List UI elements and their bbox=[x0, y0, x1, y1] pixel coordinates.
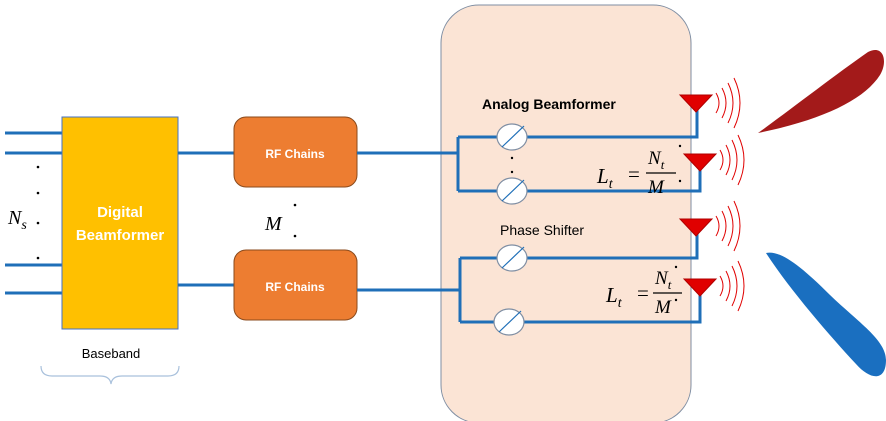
rf-to-analog-wires bbox=[357, 151, 460, 292]
radiation-wave-icon bbox=[719, 134, 745, 186]
phase-shifter-icon bbox=[493, 308, 525, 336]
digital-beamformer-block bbox=[61, 116, 179, 330]
svg-text:Lt: Lt bbox=[605, 283, 623, 311]
lt-formula-bottom: Lt = Nt M bbox=[605, 265, 682, 318]
lt-formula-top: Lt = Nt M bbox=[596, 144, 682, 198]
svg-text:Nt: Nt bbox=[647, 148, 665, 172]
input-stream-dots bbox=[36, 165, 40, 260]
m-label: M bbox=[264, 213, 283, 235]
rf-chain-block-bottom bbox=[233, 249, 358, 321]
radiation-wave-icon bbox=[719, 260, 745, 312]
antenna-icon bbox=[682, 278, 718, 297]
beam-lobe-icon bbox=[758, 50, 884, 133]
phase-shifter-icon bbox=[496, 244, 528, 272]
phase-shifter-icon bbox=[496, 177, 528, 205]
input-streams bbox=[5, 131, 62, 295]
antenna-icon bbox=[678, 218, 714, 237]
rf-chain-label-bottom: RF Chains bbox=[265, 280, 325, 294]
rf-chain-label-top: RF Chains bbox=[265, 147, 325, 161]
radiation-wave-icon bbox=[715, 77, 741, 129]
phase-shifter-dots bbox=[510, 156, 514, 174]
antenna-icon bbox=[678, 94, 714, 113]
bottom-feed-network bbox=[458, 233, 702, 324]
svg-text:Nt: Nt bbox=[654, 268, 672, 292]
m-dots bbox=[293, 203, 297, 238]
antenna-icon bbox=[682, 153, 718, 172]
radiation-wave-icon bbox=[715, 200, 741, 252]
beam-lobe-icon bbox=[766, 252, 886, 377]
analog-beamformer-panel bbox=[440, 4, 692, 421]
digital-beamformer-label-line1: Digital bbox=[97, 204, 143, 221]
svg-text:Lt: Lt bbox=[596, 164, 614, 192]
digital-beamformer-label-line2: Beamformer bbox=[76, 227, 165, 244]
top-feed-network bbox=[456, 108, 702, 193]
digital-to-rf-wires bbox=[178, 151, 234, 287]
baseband-label: Baseband bbox=[82, 346, 141, 361]
phase-shifter-icon bbox=[496, 123, 528, 151]
analog-beamformer-label: Analog Beamformer bbox=[482, 96, 616, 112]
svg-text:M: M bbox=[647, 177, 665, 198]
ns-label: Ns bbox=[7, 207, 27, 233]
curly-brace-icon bbox=[40, 365, 180, 385]
svg-text:M: M bbox=[654, 297, 672, 318]
phase-shifter-label: Phase Shifter bbox=[500, 222, 584, 238]
svg-text:=: = bbox=[637, 281, 649, 305]
svg-text:=: = bbox=[628, 162, 640, 186]
